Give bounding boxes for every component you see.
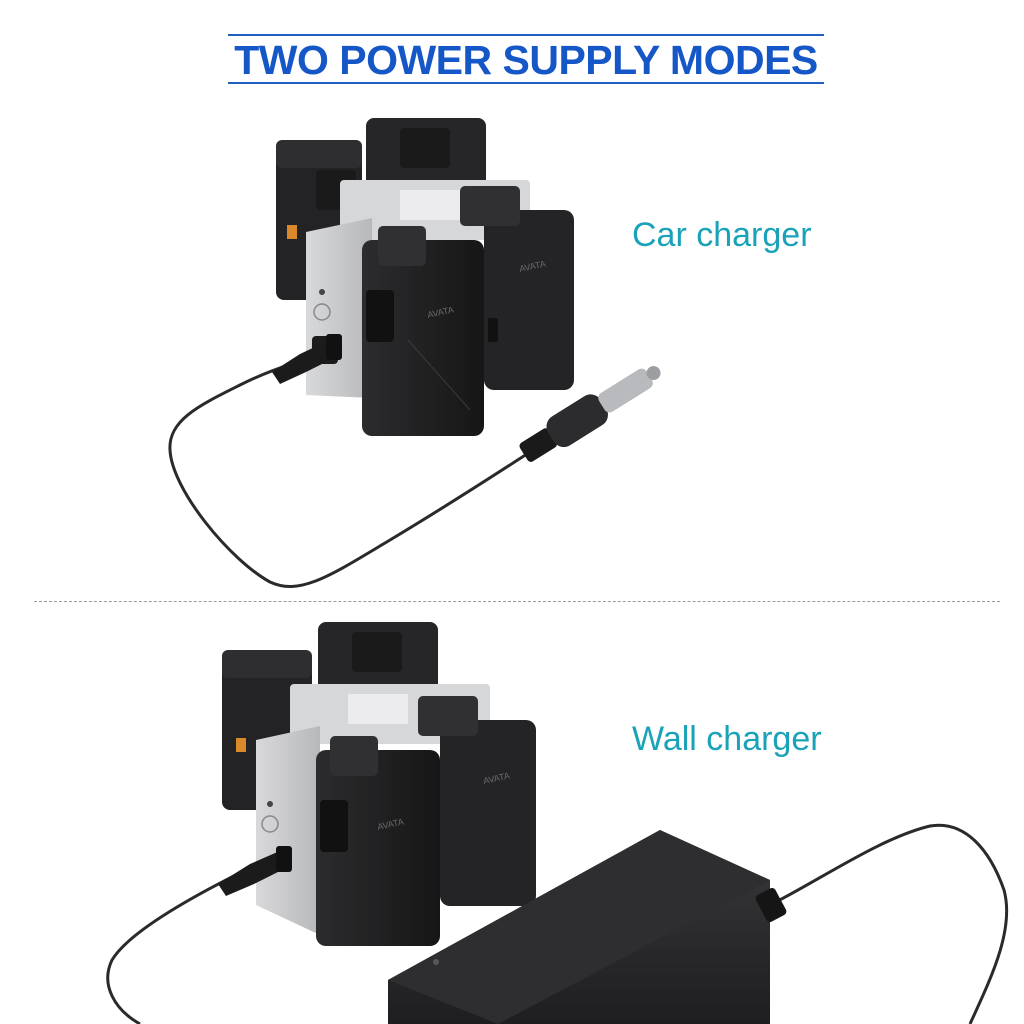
battery-front-left: AVATA: [362, 226, 484, 436]
power-adapter: [388, 830, 787, 1024]
wall-charger-cable-right: [769, 823, 1009, 1024]
car-charger-cable: [168, 353, 531, 588]
cigarette-lighter-plug: [519, 366, 661, 462]
battery-front-right: AVATA: [460, 186, 574, 390]
battery-back-right: [318, 622, 438, 702]
page-title: TWO POWER SUPPLY MODES: [234, 37, 818, 83]
dc-plug-wall: [218, 846, 292, 896]
battery-front-left: AVATA: [316, 736, 440, 946]
wall-charger-illustration: AVATA AVATA: [106, 622, 1009, 1024]
car-charger-illustration: AVATA AVATA: [168, 118, 661, 588]
section-divider: [34, 601, 1000, 602]
title-frame: TWO POWER SUPPLY MODES: [228, 34, 824, 84]
battery-back-right: [366, 118, 486, 198]
dc-plug-car: [272, 334, 342, 384]
car-charger-label: Car charger: [632, 216, 812, 254]
battery-front-right: AVATA: [418, 696, 536, 906]
wall-charger-cable-left: [106, 860, 263, 1024]
wall-charger-label: Wall charger: [632, 720, 822, 758]
